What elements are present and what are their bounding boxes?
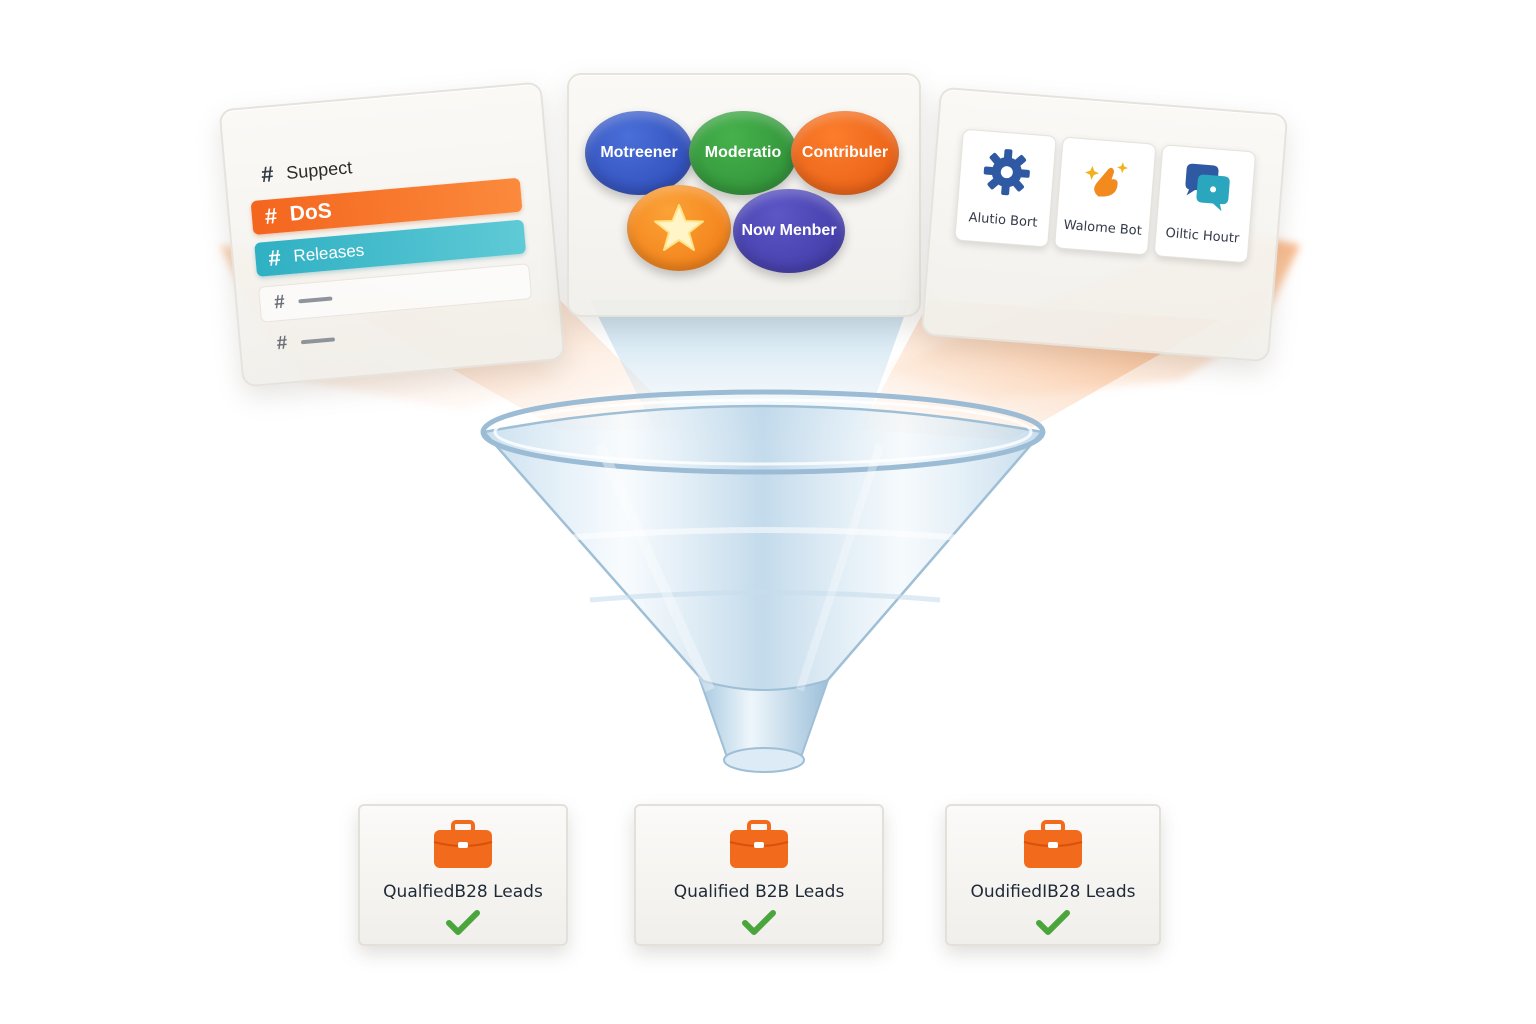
channels-panel: # Suppect # DoS # Releases # #	[218, 81, 566, 388]
briefcase-icon	[729, 820, 789, 868]
lead-card[interactable]: OudifiedIB28 Leads	[945, 804, 1161, 946]
placeholder-line	[300, 337, 336, 345]
hash-icon: #	[267, 244, 282, 271]
hash-icon: #	[263, 202, 279, 229]
channel-label: Releases	[292, 240, 365, 266]
chat-bubbles-icon	[1185, 163, 1230, 212]
bot-label: Walome Bot	[1063, 217, 1143, 239]
gear-icon	[983, 149, 1030, 196]
channel-label: Suppect	[285, 156, 353, 183]
checkmark-icon	[446, 910, 480, 935]
lead-label: Qualified B2B Leads	[673, 882, 845, 902]
channel-label: DoS	[288, 199, 333, 226]
role-badge[interactable]: Contribuler	[791, 111, 899, 195]
lead-card[interactable]: Qualified B2B Leads	[634, 804, 884, 946]
bot-label: Alutio Bort	[968, 210, 1038, 231]
role-badge[interactable]: Now Menber	[733, 189, 845, 273]
checkmark-icon	[1036, 910, 1070, 935]
bots-panel: Alutio Bort Walome Bot Oiltic Houtr	[920, 86, 1289, 363]
lead-label: QualfiedB28 Leads	[383, 882, 543, 902]
hash-icon: #	[273, 291, 286, 314]
checkmark-icon	[742, 910, 776, 935]
role-badge[interactable]: Motreener	[585, 111, 693, 195]
placeholder-line	[298, 296, 333, 304]
bot-card[interactable]: Oiltic Houtr	[1153, 144, 1257, 264]
roles-panel: Motreener Moderatio Contribuler Now Menb…	[567, 73, 921, 317]
bot-card[interactable]: Alutio Bort	[954, 128, 1057, 248]
hash-icon: #	[260, 161, 275, 188]
bot-label: Oiltic Houtr	[1164, 225, 1240, 247]
lead-card[interactable]: QualfiedB28 Leads	[358, 804, 568, 946]
bot-card[interactable]: Walome Bot	[1053, 136, 1157, 256]
lead-label: OudifiedIB28 Leads	[970, 882, 1136, 902]
sparkle-hand-icon	[1085, 162, 1128, 197]
role-badge-star[interactable]	[627, 185, 731, 271]
briefcase-icon	[1023, 820, 1083, 868]
briefcase-icon	[433, 820, 493, 868]
role-badge[interactable]: Moderatio	[689, 111, 797, 195]
glass-funnel	[480, 389, 1046, 773]
hash-icon: #	[275, 332, 289, 355]
star-icon	[654, 204, 704, 251]
beam-center	[590, 300, 910, 440]
